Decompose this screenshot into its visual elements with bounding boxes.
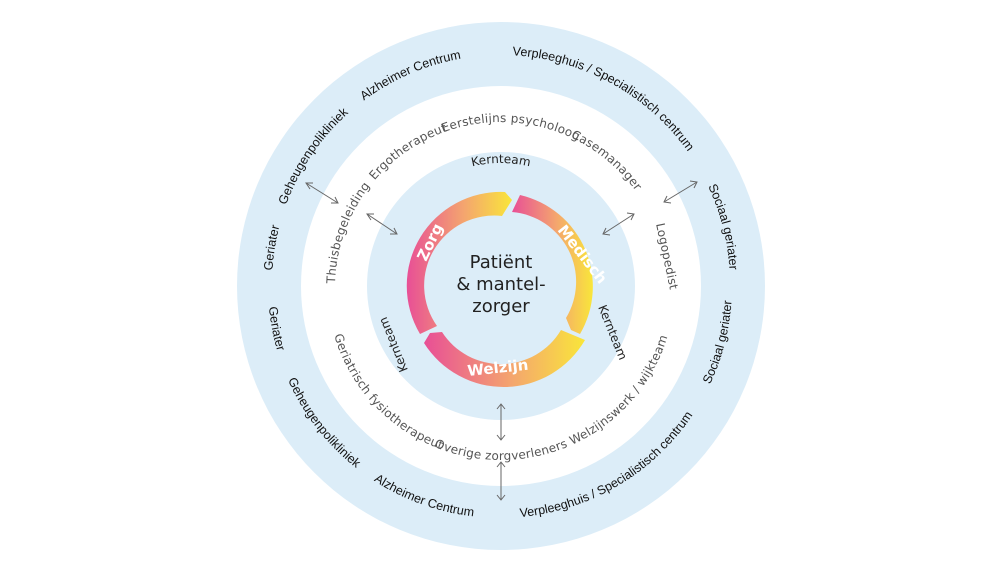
cycle-segment-zorg (406, 191, 512, 334)
double-headed-arrow-icon (663, 180, 698, 204)
cycle-segment-welzijn (424, 330, 585, 387)
center-line-2: & mantel- (456, 274, 545, 295)
cycle-segment-medisch (512, 195, 593, 334)
double-headed-arrow-icon (602, 212, 635, 236)
care-cycle (406, 191, 593, 387)
center-line-1: Patiënt (470, 252, 533, 273)
double-headed-arrow-icon (305, 182, 339, 204)
inner-label-kernteam-top: Kernteam (470, 152, 532, 169)
double-headed-arrow-icon (366, 213, 398, 235)
center-line-3: zorger (472, 296, 530, 317)
double-headed-arrow-icon (496, 461, 506, 501)
double-headed-arrow-icon (496, 403, 506, 441)
